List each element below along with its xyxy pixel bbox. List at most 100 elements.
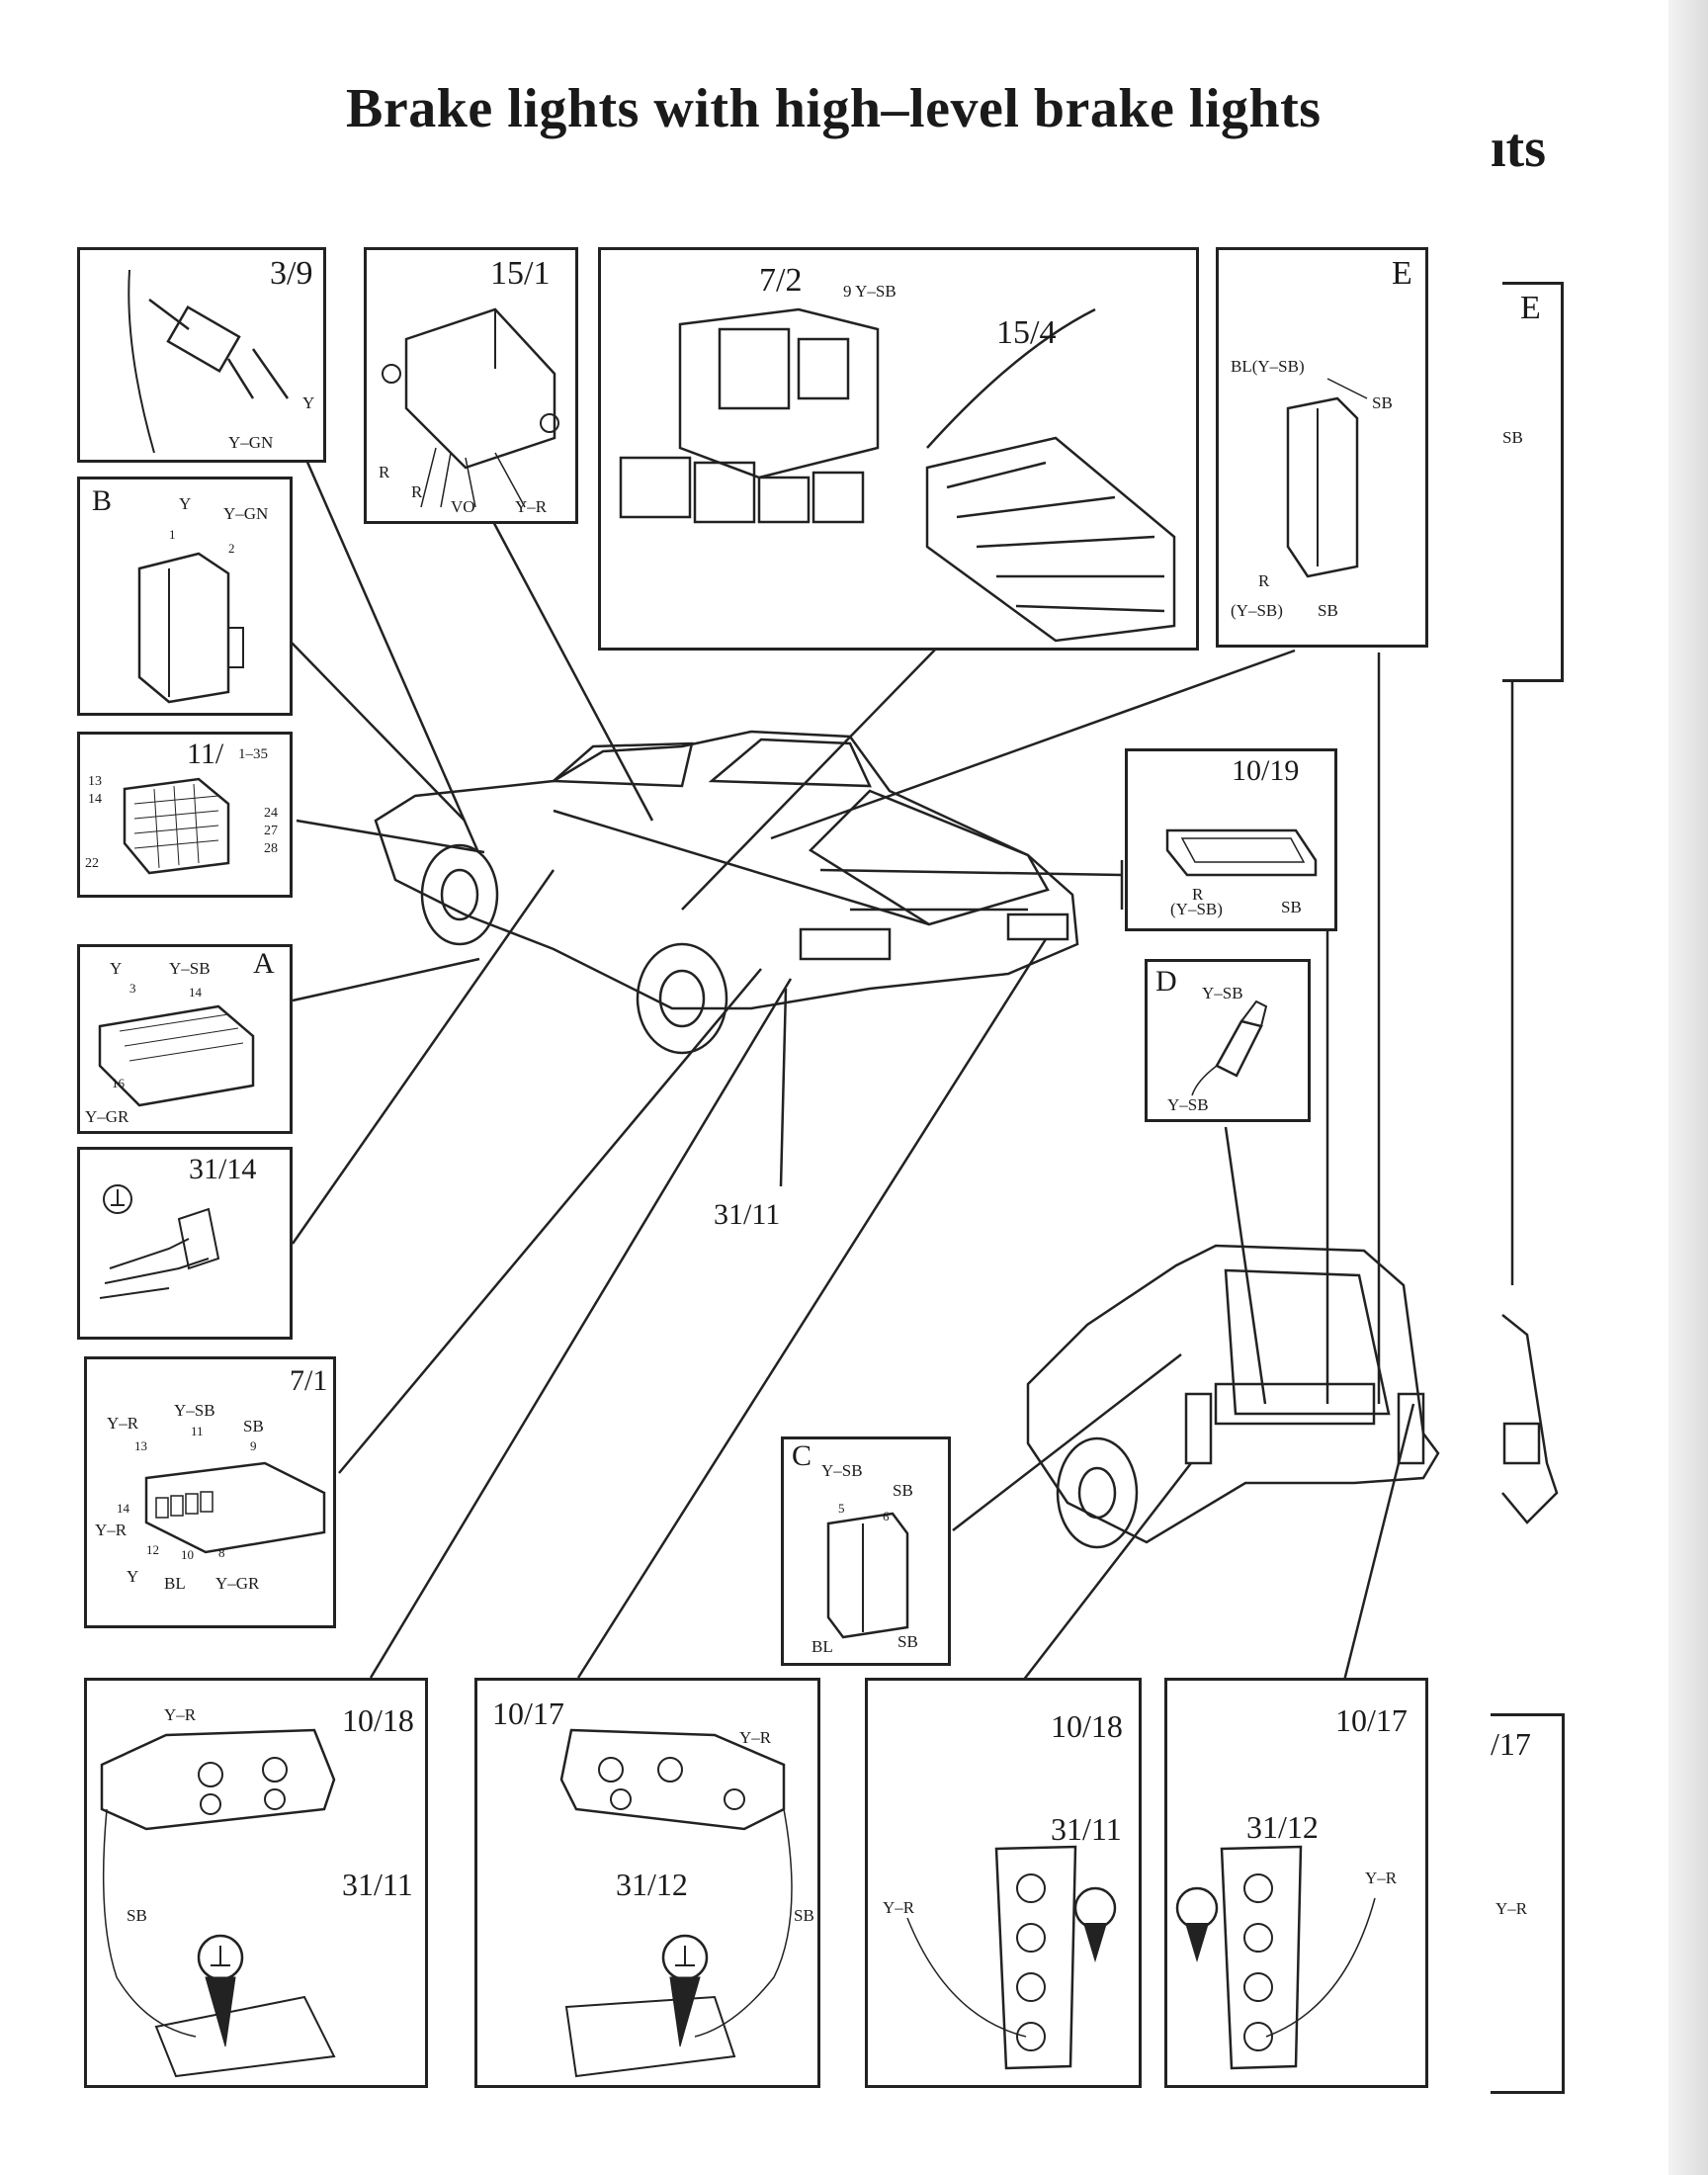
panel-label: 10/17 — [492, 1696, 564, 1731]
wire-label: Y–R — [95, 1521, 128, 1539]
wire-label: Y–R — [107, 1414, 139, 1433]
module-drawing — [144, 1461, 326, 1554]
panel-label: 10/18 — [1051, 1708, 1123, 1744]
panel-ghost-E: E SB — [1502, 282, 1564, 682]
pin-label: 16 — [112, 1076, 125, 1090]
panel-3-9: 3/9 Y Y–GN — [77, 247, 326, 463]
wire-label: SB — [1281, 898, 1302, 916]
connector-drawing — [826, 1512, 909, 1639]
wire-label: BL(Y–SB) — [1231, 357, 1305, 376]
tail-lamp-drawing — [1175, 1845, 1376, 2070]
wire-label: (Y–SB) — [1231, 601, 1283, 620]
panel-E: E BL(Y–SB) SB R (Y–SB) SB — [1216, 247, 1428, 648]
pin-label: 9 — [250, 1438, 257, 1453]
wire-label: R — [1258, 571, 1270, 590]
wire-label: Y–R — [515, 497, 548, 516]
wire-label: Y–R — [1495, 1899, 1528, 1918]
panel-bottom-10-17-estate: 10/17 31/12 Y–R — [1164, 1678, 1428, 2088]
wire-label: Y–GR — [215, 1574, 260, 1593]
panel-label: A — [253, 947, 275, 980]
brake-switch-drawing — [128, 269, 290, 454]
panel-bottom-10-18-estate: 10/18 31/11 Y–R — [865, 1678, 1142, 2088]
panel-label-2: 15/4 — [996, 314, 1057, 351]
panel-label: 10/19 — [1232, 754, 1300, 787]
wire-label: Y–SB — [169, 959, 211, 978]
panel-label-2: 31/11 — [1051, 1811, 1122, 1847]
panel-B: B Y Y–GN 1 2 — [77, 477, 293, 716]
wire-label: Y–GN — [228, 433, 274, 452]
wire-label: R — [379, 463, 390, 481]
wire-label: Y–GR — [85, 1107, 129, 1126]
panel-label-2: 31/11 — [342, 1867, 413, 1902]
pin-label: 28 — [264, 841, 278, 856]
tail-lamp-drawing — [559, 1728, 793, 2078]
wire-label: Y–R — [739, 1728, 772, 1747]
wire-label: R — [411, 482, 423, 501]
pin-label: 14 — [189, 985, 202, 1000]
wire-label: Y–R — [164, 1705, 197, 1724]
panel-C: C Y–SB SB 5 6 BL SB — [781, 1436, 951, 1666]
connector-drawing — [98, 1004, 255, 1107]
panel-D: D Y–SB Y–SB — [1145, 959, 1311, 1122]
panel-label: 15/1 — [490, 255, 551, 292]
pin-label: 12 — [146, 1542, 159, 1557]
panel-31-14: 31/14 — [77, 1147, 293, 1340]
range-label: 1–35 — [238, 746, 268, 762]
panel-7-2: 7/2 9 Y–SB 15/4 — [598, 247, 1199, 651]
panel-A: A Y Y–SB 3 14 16 Y–GR — [77, 944, 293, 1134]
page-edge-shadow — [1668, 0, 1708, 2175]
panel-label: B — [92, 484, 113, 517]
pin-label: 3 — [129, 981, 136, 996]
pin-label: 2 — [228, 541, 235, 556]
tail-lamp-drawing — [906, 1845, 1117, 2070]
panel-label-2: 31/12 — [616, 1867, 688, 1902]
high-level-lamp-drawing — [1165, 828, 1318, 877]
wire-label: R — [1192, 885, 1204, 904]
pin-label: 13 — [88, 774, 102, 789]
wire-label: Y — [127, 1567, 139, 1586]
estate-drawing — [1026, 1244, 1440, 1549]
ground-icon — [103, 1184, 132, 1214]
panel-label: 7/1 — [290, 1364, 328, 1397]
wire-label: Y–SB — [174, 1401, 215, 1420]
wire-label: SB — [127, 1906, 147, 1925]
wire-label: SB — [243, 1417, 264, 1436]
sedan-drawing — [374, 730, 1079, 1055]
panel-label-2: 31/12 — [1246, 1809, 1319, 1845]
pin-label: 1 — [169, 527, 176, 542]
panel-bottom-10-18-sedan: 10/18 31/11 Y–R SB — [84, 1678, 428, 2088]
wire-label: Y–R — [883, 1898, 915, 1917]
bulb-holder-drawing — [1191, 1000, 1268, 1096]
panel-label: E — [1520, 290, 1541, 326]
pin-label: 11 — [191, 1424, 204, 1438]
panel-label: E — [1392, 255, 1412, 292]
control-module-drawing — [382, 307, 559, 508]
wire-label: BL — [164, 1574, 186, 1593]
wire-label: (Y–SB) — [1170, 900, 1223, 918]
wire-label: Y–R — [1365, 1869, 1398, 1887]
ghost-title-fragment: ıts — [1491, 118, 1546, 179]
wire-label: Y — [302, 393, 315, 412]
connector-drawing — [1286, 378, 1368, 578]
panel-ghost-bottom: /17 Y–R — [1491, 1713, 1565, 2094]
wire-label: Y — [179, 494, 192, 513]
ground-point-drawing — [99, 1184, 220, 1299]
panel-label: 3/9 — [270, 255, 313, 292]
leader-lines — [291, 459, 1514, 1682]
wire-label: BL — [811, 1637, 833, 1656]
panel-bottom-10-17-sedan: 10/17 31/12 Y–R SB — [474, 1678, 820, 2088]
panel-label: /17 — [1491, 1726, 1531, 1762]
wire-label: SB — [1502, 428, 1523, 447]
wire-label: Y–SB — [821, 1461, 863, 1480]
callout-31-11: 31/11 — [714, 1198, 781, 1231]
relay-box-drawing — [619, 307, 1176, 643]
wire-label: SB — [1318, 601, 1338, 620]
pin-label: 14 — [88, 792, 102, 807]
pin-label: 27 — [264, 824, 278, 838]
wire-label: Y–GN — [223, 504, 269, 523]
panel-label: 31/14 — [189, 1153, 257, 1185]
wire-label: Y–SB — [1167, 1095, 1209, 1114]
pin-label: 13 — [134, 1438, 147, 1453]
tail-lamp-drawing — [100, 1728, 336, 2078]
